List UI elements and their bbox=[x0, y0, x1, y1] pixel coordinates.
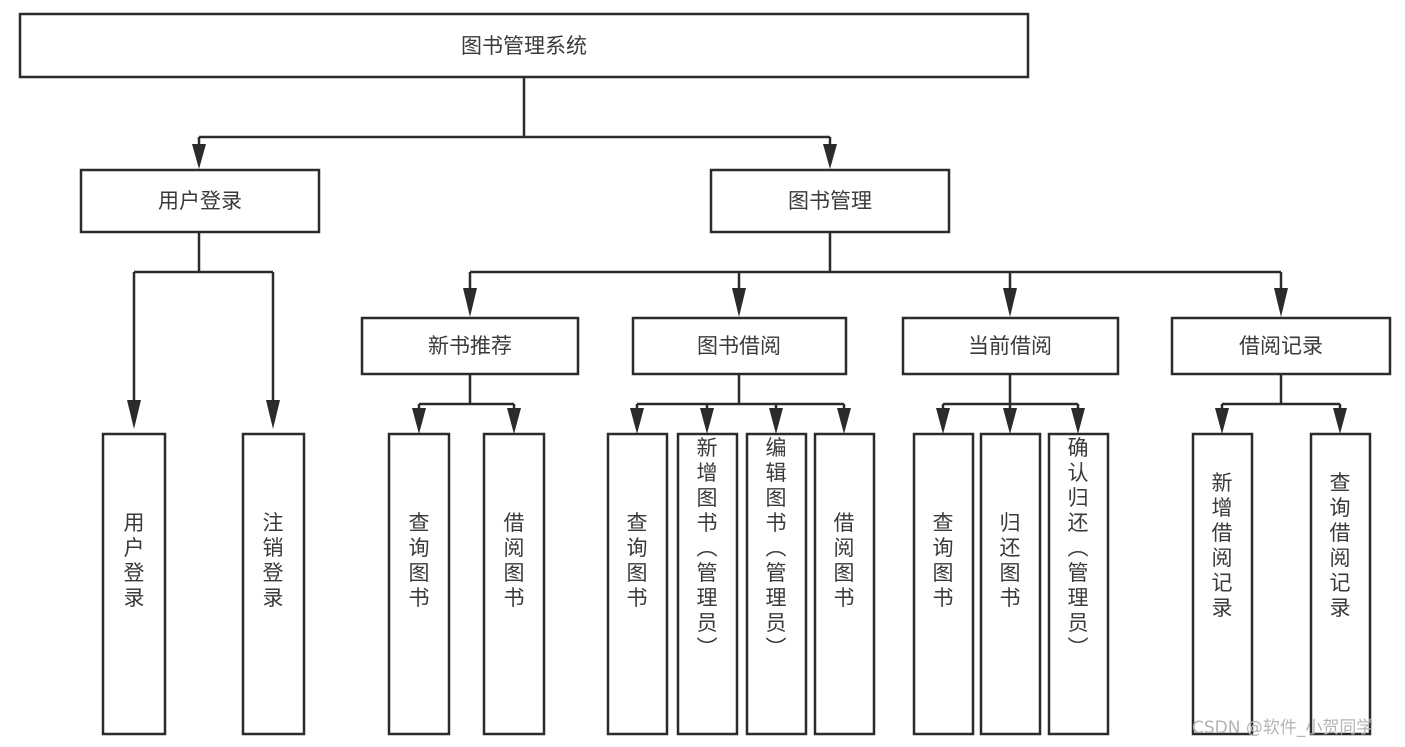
node-leaf-query-book-3-label: 查询图书 bbox=[933, 511, 954, 610]
node-book-borrow[interactable]: 图书借阅 bbox=[631, 316, 848, 376]
node-leaf-query-book-1-box[interactable] bbox=[387, 432, 451, 736]
node-book-manage-box[interactable] bbox=[709, 168, 951, 234]
node-root[interactable]: 图书管理系统 bbox=[18, 12, 1030, 79]
arrowhead-leaf-logout-login bbox=[266, 400, 280, 429]
node-leaf-borrow-book-1-box[interactable] bbox=[482, 432, 546, 736]
arrowhead-book-manage bbox=[823, 144, 837, 169]
node-leaf-add-record[interactable]: 新增借阅记录 bbox=[1191, 432, 1254, 736]
node-leaf-add-book-box[interactable] bbox=[676, 432, 739, 736]
node-leaf-query-book-3-box[interactable] bbox=[912, 432, 975, 736]
node-leaf-user-login-label: 用户登录 bbox=[124, 511, 145, 610]
node-leaf-user-login[interactable]: 用户登录 bbox=[101, 432, 167, 736]
arrowhead-leaf-borrow-book-1 bbox=[507, 408, 521, 434]
node-leaf-borrow-book-2[interactable]: 借阅图书 bbox=[813, 432, 876, 736]
arrowhead-leaf-add-record bbox=[1215, 408, 1229, 434]
arrowhead-leaf-query-book-3 bbox=[936, 408, 950, 434]
arrowhead-leaf-user-login bbox=[127, 400, 141, 429]
node-user-login-box[interactable] bbox=[79, 168, 321, 234]
node-current-borrow-box[interactable] bbox=[901, 316, 1120, 376]
node-leaf-logout-login-label: 注销登录 bbox=[263, 511, 284, 610]
arrowhead-new-book-rec bbox=[463, 288, 477, 317]
node-leaf-query-book-2-label: 查询图书 bbox=[627, 511, 648, 610]
node-leaf-add-record-box[interactable] bbox=[1191, 432, 1254, 736]
node-leaf-query-book-2-box[interactable] bbox=[606, 432, 669, 736]
node-leaf-return-book[interactable]: 归还图书 bbox=[979, 432, 1042, 736]
node-leaf-confirm-return[interactable]: 确认归还︵管理员︶ bbox=[1047, 432, 1110, 736]
arrowhead-leaf-edit-book bbox=[769, 408, 783, 434]
node-leaf-edit-book[interactable]: 编辑图书︵管理员︶ bbox=[745, 432, 808, 736]
node-root-box[interactable] bbox=[18, 12, 1030, 79]
node-root-label: 图书管理系统 bbox=[461, 34, 587, 58]
node-leaf-confirm-return-label: 确认归还︵管理员︶ bbox=[1068, 436, 1089, 660]
node-leaf-query-record-label: 查询借阅记录 bbox=[1330, 471, 1351, 620]
node-leaf-borrow-book-2-box[interactable] bbox=[813, 432, 876, 736]
arrowhead-book-borrow bbox=[732, 288, 746, 317]
node-leaf-query-record-box[interactable] bbox=[1309, 432, 1372, 736]
node-leaf-query-book-2[interactable]: 查询图书 bbox=[606, 432, 669, 736]
node-new-book-rec[interactable]: 新书推荐 bbox=[360, 316, 580, 376]
node-leaf-add-record-label: 新增借阅记录 bbox=[1212, 471, 1233, 620]
arrowhead-leaf-query-book-2 bbox=[630, 408, 644, 434]
node-current-borrow-label: 当前借阅 bbox=[968, 334, 1052, 358]
node-leaf-confirm-return-box[interactable] bbox=[1047, 432, 1110, 736]
node-leaf-borrow-book-1[interactable]: 借阅图书 bbox=[482, 432, 546, 736]
arrowhead-leaf-confirm-return bbox=[1071, 408, 1085, 434]
node-user-login-label: 用户登录 bbox=[158, 189, 242, 213]
arrowhead-leaf-borrow-book-2 bbox=[837, 408, 851, 434]
node-leaf-borrow-book-1-label: 借阅图书 bbox=[504, 511, 525, 610]
arrowhead-leaf-query-book-1 bbox=[412, 408, 426, 434]
node-book-manage-label: 图书管理 bbox=[788, 189, 872, 213]
node-borrow-record-label: 借阅记录 bbox=[1239, 334, 1323, 358]
node-leaf-query-book-1[interactable]: 查询图书 bbox=[387, 432, 451, 736]
arrowhead-leaf-return-book bbox=[1003, 408, 1017, 434]
node-book-borrow-box[interactable] bbox=[631, 316, 848, 376]
node-borrow-record[interactable]: 借阅记录 bbox=[1170, 316, 1392, 376]
arrowhead-leaf-add-book bbox=[700, 408, 714, 434]
node-leaf-user-login-box[interactable] bbox=[101, 432, 167, 736]
arrowhead-current-borrow bbox=[1003, 288, 1017, 317]
arrowhead-user-login bbox=[192, 144, 206, 169]
node-leaf-return-book-label: 归还图书 bbox=[1000, 511, 1021, 610]
node-book-borrow-label: 图书借阅 bbox=[697, 334, 781, 358]
arrowhead-leaf-query-record bbox=[1333, 408, 1347, 434]
node-borrow-record-box[interactable] bbox=[1170, 316, 1392, 376]
node-new-book-rec-box[interactable] bbox=[360, 316, 580, 376]
node-leaf-query-book-3[interactable]: 查询图书 bbox=[912, 432, 975, 736]
node-new-book-rec-label: 新书推荐 bbox=[428, 334, 512, 358]
node-user-login[interactable]: 用户登录 bbox=[79, 168, 321, 234]
connector-layer bbox=[127, 77, 1347, 434]
node-book-manage[interactable]: 图书管理 bbox=[709, 168, 951, 234]
node-leaf-borrow-book-2-label: 借阅图书 bbox=[834, 511, 855, 610]
csdn-watermark: CSDN @软件_小贺同学 bbox=[1192, 718, 1373, 738]
node-current-borrow[interactable]: 当前借阅 bbox=[901, 316, 1120, 376]
node-leaf-return-book-box[interactable] bbox=[979, 432, 1042, 736]
node-leaf-add-book-label: 新增图书︵管理员︶ bbox=[697, 436, 718, 660]
node-leaf-logout-login-box[interactable] bbox=[241, 432, 306, 736]
node-leaf-query-record[interactable]: 查询借阅记录 bbox=[1309, 432, 1372, 736]
node-leaf-logout-login[interactable]: 注销登录 bbox=[241, 432, 306, 736]
node-leaf-edit-book-box[interactable] bbox=[745, 432, 808, 736]
arrowhead-borrow-record bbox=[1274, 288, 1288, 317]
node-leaf-query-book-1-label: 查询图书 bbox=[409, 511, 430, 610]
node-leaf-edit-book-label: 编辑图书︵管理员︶ bbox=[766, 436, 787, 660]
node-leaf-add-book[interactable]: 新增图书︵管理员︶ bbox=[676, 432, 739, 736]
